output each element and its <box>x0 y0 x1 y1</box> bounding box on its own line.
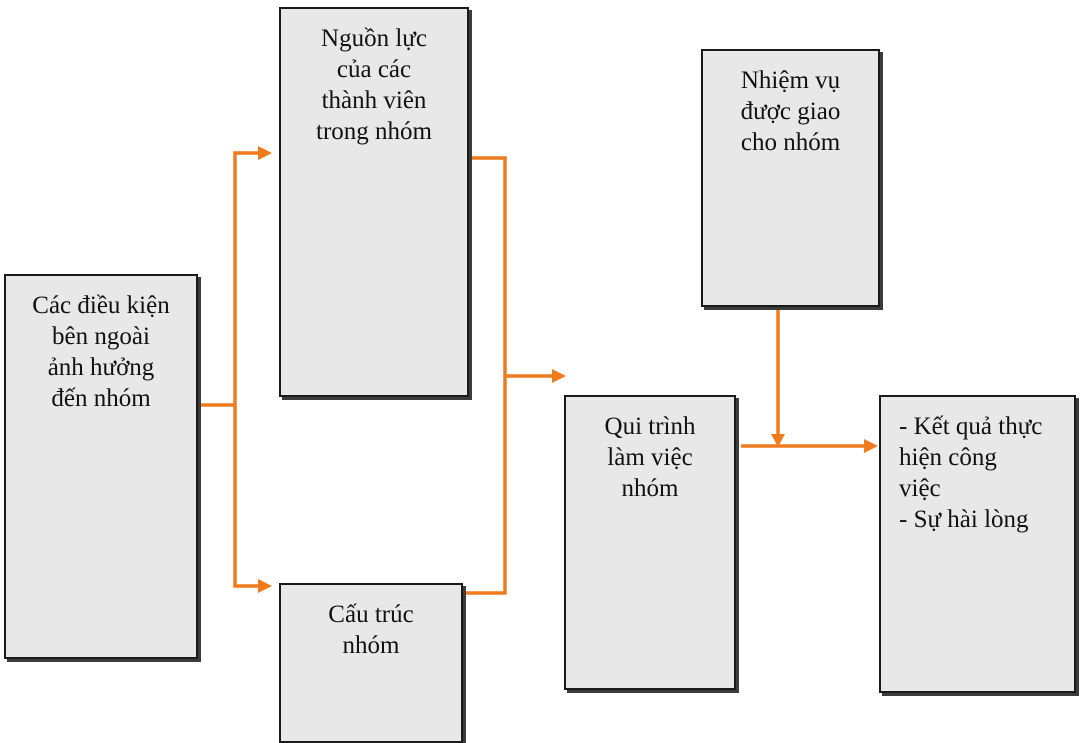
connector-external-to-structure <box>233 405 262 588</box>
node-group-tasks: Nhiệm vụ được giao cho nhóm <box>701 49 880 307</box>
node-work-process: Qui trình làm việc nhóm <box>564 395 736 690</box>
arrowhead-to-process <box>552 369 566 383</box>
arrowhead-to-structure <box>258 579 272 593</box>
arrowhead-tasks-junction <box>771 434 785 447</box>
node-outcomes: - Kết quả thực hiện công việc - Sự hài l… <box>879 395 1076 693</box>
arrowhead-to-resources <box>258 146 272 160</box>
node-member-resources: Nguồn lực của các thành viên trong nhóm <box>279 7 469 397</box>
connector-structure-out <box>466 376 507 595</box>
node-group-structure: Cấu trúc nhóm <box>279 583 463 743</box>
arrowhead-to-outcomes <box>864 439 878 453</box>
node-external-conditions: Các điều kiện bên ngoài ảnh hưởng đến nh… <box>4 274 198 659</box>
connector-external-to-resources <box>233 151 262 405</box>
connector-resources-out <box>470 156 507 376</box>
